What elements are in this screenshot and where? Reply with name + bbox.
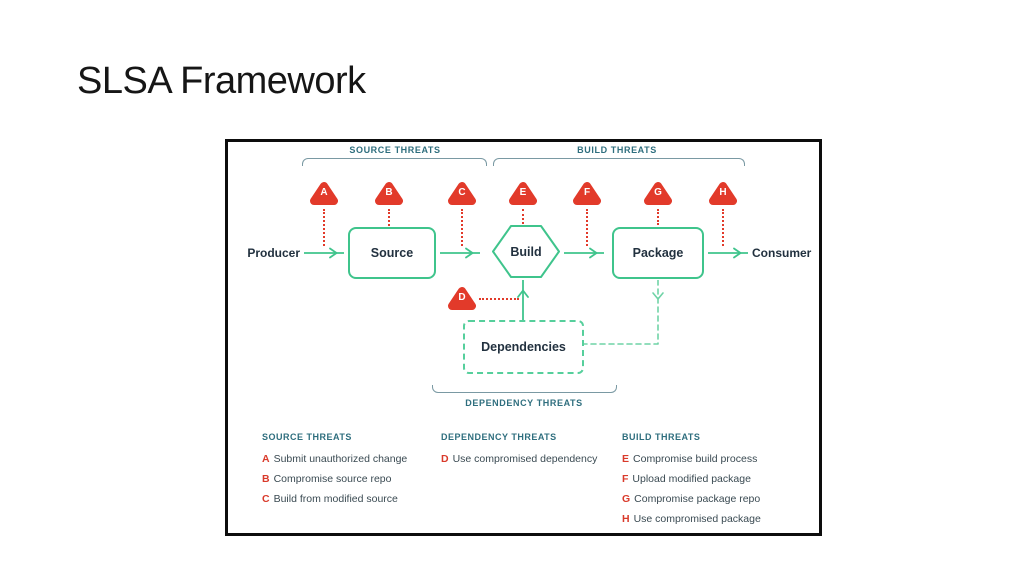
threat-letter: F [583, 187, 591, 198]
consumer-label: Consumer [752, 246, 812, 260]
threat-marker-a: A [309, 180, 339, 207]
page-title: SLSA Framework [77, 60, 366, 102]
threat-letter: B [385, 187, 393, 198]
threat-marker-g: G [643, 180, 673, 207]
threat-line-h [722, 209, 724, 246]
slsa-diagram-panel: SOURCE THREATS BUILD THREATS A B C E F G [225, 139, 822, 536]
threat-marker-c: C [447, 180, 477, 207]
warning-triangle-icon [573, 182, 601, 205]
warning-triangle-icon [509, 182, 537, 205]
legend-text: Compromise source repo [273, 473, 392, 485]
package-node-label: Package [632, 246, 684, 260]
threat-letter: G [654, 187, 662, 198]
source-threats-bracket [302, 158, 487, 166]
source-node-label: Source [370, 246, 414, 260]
threat-marker-d: D [447, 285, 477, 312]
package-node: Package [612, 227, 704, 279]
dashed-connector-package-dependencies [583, 280, 664, 345]
legend-letter: C [262, 493, 270, 505]
warning-triangle-icon [448, 182, 476, 205]
threat-letter: A [320, 187, 328, 198]
legend-letter: F [622, 473, 629, 485]
build-threats-bracket [493, 158, 745, 166]
build-threats-group-label: BUILD THREATS [577, 145, 657, 155]
threat-line-e [522, 209, 524, 224]
legend-letter: A [262, 453, 270, 465]
warning-triangle-icon [448, 287, 476, 310]
legend-text: Build from modified source [273, 493, 398, 505]
warning-triangle-icon [310, 182, 338, 205]
threat-letter: D [458, 292, 466, 303]
dependency-threats-bracket [432, 385, 617, 393]
flow-arrow-source-build [440, 247, 480, 259]
legend-text: Use compromised dependency [452, 453, 598, 465]
legend-text: Compromise package repo [634, 493, 761, 505]
threat-marker-b: B [374, 180, 404, 207]
hexagon-shape [492, 225, 560, 278]
threat-letter: H [719, 187, 727, 198]
legend-text: Upload modified package [632, 473, 751, 485]
threat-marker-h: H [708, 180, 738, 207]
threat-line-d [479, 298, 519, 300]
threat-line-f [586, 209, 588, 246]
legend-text: Submit unauthorized change [273, 453, 408, 465]
legend-letter: H [622, 513, 630, 525]
legend-header: BUILD THREATS [622, 432, 701, 442]
threat-line-c [461, 209, 463, 246]
flow-arrow-package-consumer [708, 247, 748, 259]
legend-letter: E [622, 453, 630, 465]
flow-arrow-dependencies-build [517, 280, 529, 320]
legend-text: Compromise build process [633, 453, 758, 465]
legend-header: DEPENDENCY THREATS [441, 432, 557, 442]
warning-triangle-icon [709, 182, 737, 205]
dependencies-node: Dependencies [463, 320, 584, 374]
source-threats-group-label: SOURCE THREATS [349, 145, 441, 155]
warning-triangle-icon [644, 182, 672, 205]
threat-marker-f: F [572, 180, 602, 207]
legend-text: Use compromised package [633, 513, 761, 525]
threat-letter: E [519, 187, 527, 198]
legend-letter: G [622, 493, 631, 505]
legend-letter: B [262, 473, 270, 485]
dependencies-node-label: Dependencies [481, 340, 566, 354]
threat-line-b [388, 209, 390, 226]
threat-letter: C [458, 187, 466, 198]
threat-marker-e: E [508, 180, 538, 207]
producer-label: Producer [247, 246, 300, 260]
build-node: Build [490, 223, 562, 280]
warning-triangle-icon [375, 182, 403, 205]
threat-line-g [657, 209, 659, 225]
flow-arrow-producer-source [304, 247, 344, 259]
legend-header: SOURCE THREATS [262, 432, 352, 442]
source-node: Source [348, 227, 436, 279]
legend-letter: D [441, 453, 449, 465]
flow-arrow-build-package [564, 247, 604, 259]
threat-line-a [323, 209, 325, 246]
dependency-threats-group-label: DEPENDENCY THREATS [465, 398, 583, 408]
build-node-label: Build [510, 244, 542, 259]
